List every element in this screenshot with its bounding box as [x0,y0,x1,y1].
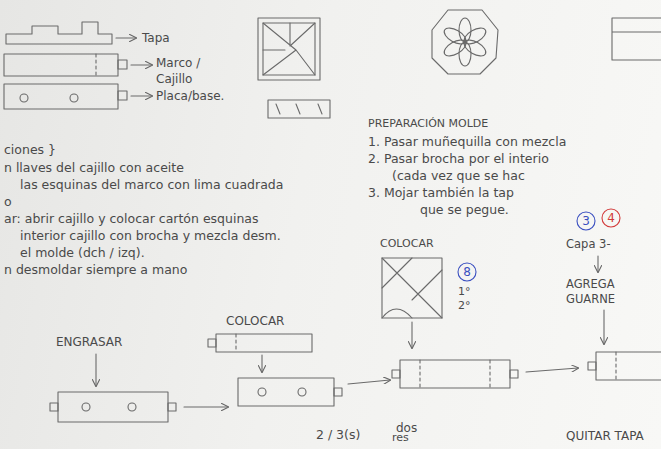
handwritten-note: 1. Pasar muñequilla con mezcla [368,134,566,150]
callout-circle [458,263,476,281]
frame-sketch [4,54,118,76]
handwritten-note: n desmoldar siempre a mano [4,262,187,278]
base-plate-sketch [50,392,176,422]
handwritten-note: 2. Pasar brocha por el interio [368,151,549,167]
lid-sketch [6,22,112,44]
step-heading: AGREGA [566,276,615,292]
step-arrow [603,310,604,344]
part-name: Marco / Cajillo [156,55,216,87]
step-arrow [597,256,598,272]
handwritten-note: n llaves del cajillo con aceite [4,160,184,176]
leader-arrow [131,95,152,96]
assembled-mould-sketch [392,360,518,388]
tile-pattern [258,18,320,80]
part-name: Tapa [142,30,170,46]
step-heading: GUARNE [566,291,615,307]
step-arrow [184,406,228,407]
step-arrow [261,355,262,372]
handwritten-note: las esquinas del marco con lima cuadrada [20,177,283,193]
step-heading: ENGRASAR [56,334,122,350]
leader-arrow [131,64,152,65]
section-heading: PREPARACIÓN MOLDE [368,116,488,132]
step-arrow [411,322,412,348]
base-plate-sketch [238,378,342,406]
part-name: Placa/base. [156,88,224,104]
step-heading: QUITAR TAPA [566,428,644,444]
handwritten-note: interior cajillo con brocha y mezcla des… [20,228,281,244]
step-arrow [348,380,390,384]
assembled-mould-sketch [588,352,661,380]
handwritten-note: ar: abrir cajillo y colocar cartón esqui… [4,211,259,227]
step-arrow [526,368,578,372]
handwritten-note: ciones } [4,142,56,158]
handwritten-note: o [4,194,12,210]
flower-tile [432,10,498,74]
leader-arrow [116,37,136,38]
callout-number: 3 [576,213,596,229]
frame-sketch [208,334,312,352]
handwritten-note: 3. Mojar también la tap [368,185,514,201]
callout-circle [577,212,595,230]
step-arrow [95,354,96,386]
handwritten-note: que se pegue. [420,202,509,218]
handwritten-note: (cada vez que se hac [392,168,525,184]
order-mark: 2° [458,298,471,314]
base-plate-sketch [4,84,118,109]
callout-number: 8 [457,264,477,280]
handwritten-note: 2 / 3(s) [316,427,360,443]
tile-placement-sketch [382,258,442,318]
handwritten-note: el molde (dch / izq). [20,245,145,261]
handwritten-note: res [392,430,409,446]
step-heading: COLOCAR [380,236,434,252]
handwritten-note: Capa 3- [566,236,611,252]
callout-number: 4 [601,210,621,226]
callout-circle [602,209,620,227]
tile-side-view [268,100,330,118]
step-heading: COLOCAR [226,313,284,329]
partial-tile [612,18,661,60]
order-mark: 1° [458,284,471,300]
